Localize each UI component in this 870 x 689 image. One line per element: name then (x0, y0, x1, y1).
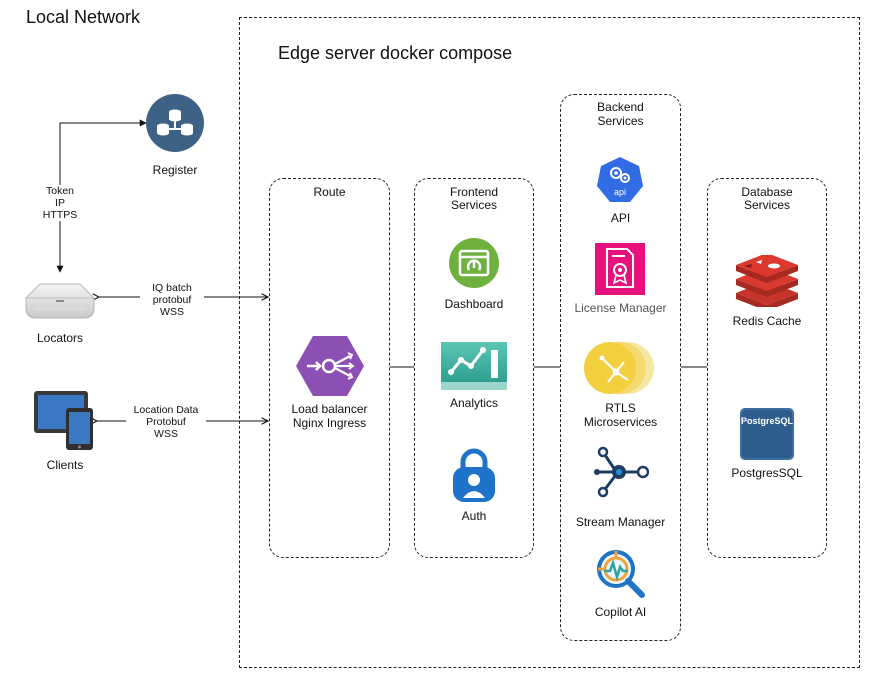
rtls-microservices-icon (584, 340, 656, 396)
route-group (269, 178, 390, 558)
register-label: Register (152, 163, 198, 177)
database-title-1: Database (741, 185, 793, 199)
frontend-title-1: Frontend (449, 185, 499, 199)
compose-boundary (239, 17, 860, 668)
locators-label: Locators (36, 331, 84, 345)
iq-label-3: WSS (160, 306, 184, 318)
load-balancer-icon (295, 334, 365, 398)
load-balancer-label-2: Nginx Ingress (292, 416, 367, 430)
auth-icon (451, 448, 497, 504)
iq-label-2: protobuf (140, 294, 204, 306)
postgres-label: PostgresSQL (731, 466, 803, 480)
token-label-3: HTTPS (30, 209, 90, 221)
database-title-2: Services (743, 198, 790, 212)
register-icon (145, 93, 205, 153)
location-label-1: Location Data (133, 404, 199, 416)
redis-icon (734, 255, 800, 307)
postgres-icon: PostgreSQL (740, 408, 794, 460)
backend-title-2: Services (597, 114, 644, 128)
location-label-3: WSS (154, 428, 178, 440)
location-label-2: Protobuf (126, 416, 206, 428)
database-group (707, 178, 827, 558)
iq-label-1: IQ batch (152, 282, 192, 294)
clients-label: Clients (46, 458, 84, 472)
clients-devices-icon (33, 390, 95, 452)
copilot-ai-icon (594, 547, 646, 599)
rtls-label-1: RTLS (605, 401, 636, 415)
copilot-ai-label: Copilot AI (594, 605, 647, 619)
dashboard-label: Dashboard (444, 297, 504, 311)
frontend-title-2: Services (450, 198, 497, 212)
stream-manager-icon (593, 446, 649, 498)
analytics-label: Analytics (449, 396, 499, 410)
license-manager-icon (595, 243, 645, 295)
token-label-1: Token (30, 185, 90, 197)
analytics-icon (441, 342, 507, 390)
api-label: API (610, 211, 631, 225)
backend-group (560, 94, 681, 641)
rtls-label-2: Microservices (583, 415, 658, 429)
stream-manager-label: Stream Manager (575, 515, 666, 529)
dashboard-icon (448, 237, 500, 289)
load-balancer-label-1: Load balancer (291, 402, 368, 416)
auth-label: Auth (461, 509, 487, 523)
postgres-badge-text: PostgreSQL (741, 416, 794, 426)
license-manager-label: License Manager (574, 301, 667, 315)
local-network-title: Local Network (26, 7, 141, 27)
backend-title-1: Backend (597, 100, 644, 114)
frontend-group (414, 178, 534, 558)
compose-title: Edge server docker compose (278, 43, 513, 63)
redis-label: Redis Cache (732, 314, 802, 328)
api-badge-text: api (614, 187, 626, 197)
api-kubernetes-icon: api (596, 156, 644, 204)
token-label-2: IP (30, 197, 90, 209)
route-title: Route (313, 185, 346, 199)
locator-device-icon (22, 278, 98, 324)
